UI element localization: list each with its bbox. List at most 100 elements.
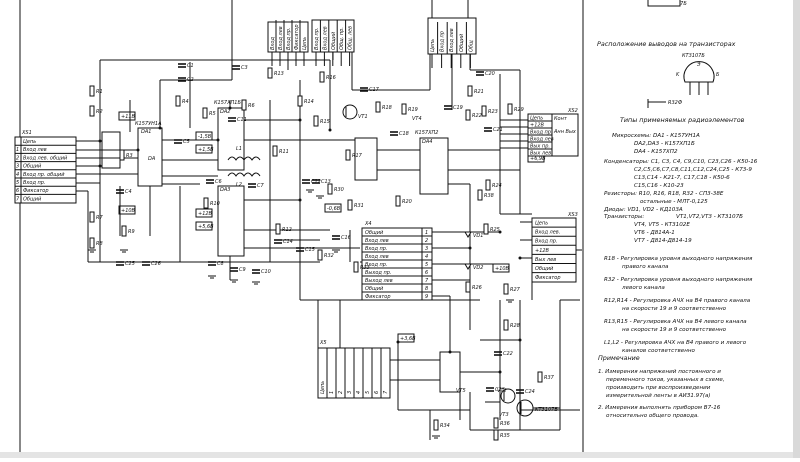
resistor-symbol (275, 223, 281, 235)
resistor-label: R12 (282, 227, 292, 233)
connector-x4-pin-label: Выход лев (365, 278, 393, 284)
connector-pin-number: 9 (425, 294, 428, 300)
connector-top-pin-label: Вход лев (322, 26, 328, 50)
resistor-symbol (503, 319, 509, 331)
connector-x4-pin-label: Общий (365, 230, 384, 236)
connector-x4-pin-label: Выход пр. (365, 270, 391, 276)
resistor-label: R24 (492, 183, 502, 189)
legend-parts-line: Микросхемы: DA1 - К157УН1А (612, 133, 700, 139)
connector-pin-number: 7 (425, 278, 429, 284)
capacitor-label: C5 (183, 139, 190, 145)
capacitor-label: C13 (321, 179, 331, 185)
resistor-label: R31 (354, 203, 364, 209)
resistor-symbol (89, 85, 95, 97)
svg-text:+10В: +10В (495, 266, 510, 272)
connector-xs2-pin-label: Вых лев. (530, 151, 553, 157)
types-title: Типы применяемых радиоэлементов (620, 116, 745, 124)
connector-x5-pin-label: 5 (365, 391, 371, 394)
resistor-symbol (493, 417, 499, 429)
connector-pin-number: 3 (425, 246, 428, 252)
svg-text:-0,6В: -0,6В (327, 206, 341, 212)
resistor-symbol (241, 99, 247, 111)
resistor-symbol (483, 223, 489, 235)
resistor-label: R7 (96, 215, 103, 221)
svg-text:+3,6В: +3,6В (400, 336, 416, 342)
ic-da3: DA3 (217, 185, 245, 257)
connector-x4-pin-label: Общий (365, 286, 384, 292)
legend-parts-line: С15,С16 - К10-23 (634, 183, 684, 189)
resistor-label: R34 (440, 423, 450, 429)
resistor-symbol (433, 419, 439, 431)
resistor-symbol (467, 85, 473, 97)
resistor-symbol (319, 71, 325, 83)
inductor-l1 (227, 156, 261, 161)
resistor-label: R36 (500, 421, 510, 427)
resistor-symbol (395, 195, 401, 207)
legend-parts-line: VT1,VT2,VT3 - КТ3107Б (676, 214, 743, 220)
resistor-label: R5 (209, 111, 216, 117)
pinout-title: Расположение выводов на транзисторах (597, 40, 736, 48)
svg-text:К157УН1А: К157УН1А (135, 121, 162, 127)
svg-text:R32Ф: R32Ф (668, 100, 683, 106)
wiring (76, 10, 582, 440)
connector-top-pin-label: Вход лев (449, 28, 455, 52)
legend-parts-line: DA4 - К157ХП2 (634, 149, 678, 155)
resistor-label: R1 (96, 89, 103, 95)
svg-text:DA: DA (148, 156, 156, 162)
legend-parts-line: Транзисторы: (604, 214, 644, 220)
connector-top-pin-label: Общий (459, 33, 465, 52)
connector-x5-pin-label: 7 (383, 390, 389, 394)
connector-top-pin-label: Вход пр. (286, 27, 292, 50)
svg-text:DA2: DA2 (220, 109, 230, 115)
svg-text:ХS3: ХS3 (567, 212, 578, 218)
legend-adjust-line: R12,R14 - Регулировка АЧХ на В4 правого … (604, 298, 751, 312)
svg-text:К157ХП2: К157ХП2 (415, 130, 438, 136)
svg-text:+5,6В: +5,6В (198, 224, 214, 230)
window-edge-bottom (0, 452, 793, 458)
connector-pin-number: 5 (425, 262, 428, 268)
connector-x5-pin-label: 2 (338, 391, 344, 394)
connector-top-pin-label: Общ (468, 40, 474, 52)
connector-pin-number: 4 (16, 172, 19, 178)
resistor-symbol (327, 183, 333, 195)
capacitor-label: C8 (217, 261, 224, 267)
resistor-label: R18 (382, 105, 392, 111)
svg-text:+1,5В: +1,5В (198, 147, 214, 153)
legend-panel: КТ3107Б Расположение выводов на транзист… (597, 0, 758, 419)
legend-parts-line: Резисторы: R10, R16, R18, R32 - СП3-38Е (604, 191, 724, 197)
transistor-label: VT3 (499, 412, 509, 418)
resistor-symbol (89, 105, 95, 117)
svg-text:VT1: VT1 (358, 114, 368, 120)
connector-xs1-pin-label: Цепь (23, 139, 36, 145)
legend-parts-line: остальные - МЛТ-0,125 (640, 199, 708, 205)
transistor-label: VT4 (412, 116, 422, 122)
connector-pin-number: 6 (425, 270, 428, 276)
connector-xs1-pin-label: Вход лев. общий (23, 155, 68, 161)
resistor-label: R33 (360, 265, 370, 271)
connector-top-pin-label: Общ. лев (348, 26, 354, 50)
resistor-symbol (119, 149, 125, 161)
resistor-label: R3 (126, 153, 133, 159)
resistor-label: R10 (210, 201, 220, 207)
transistor-vt1: VT1 (342, 104, 368, 120)
svg-text:L2: L2 (236, 182, 242, 188)
resistor-label: R6 (248, 103, 255, 109)
capacitor-label: C16 (341, 235, 351, 241)
resistor-symbol (203, 197, 209, 209)
legend-adjust-line: L1,L2 - Регулировка АЧХ на В4 правого и … (604, 340, 747, 354)
resistor-symbol (272, 145, 278, 157)
capacitor-label: C6 (215, 179, 222, 185)
connector-top-pin-label: Общий (331, 31, 337, 50)
components: R1R2R3R4R5R6R7R8R9R10R11R12R13R14R15R16R… (88, 63, 555, 441)
svg-text:Б: Б (716, 72, 720, 78)
resistor-label: R15 (320, 119, 330, 125)
transistor-label: VT2 (497, 388, 507, 394)
legend-adjust-line: R18 - Регулировка уровня выходного напря… (604, 256, 753, 270)
capacitor-label: C19 (453, 105, 463, 111)
diode-symbol (464, 231, 472, 238)
